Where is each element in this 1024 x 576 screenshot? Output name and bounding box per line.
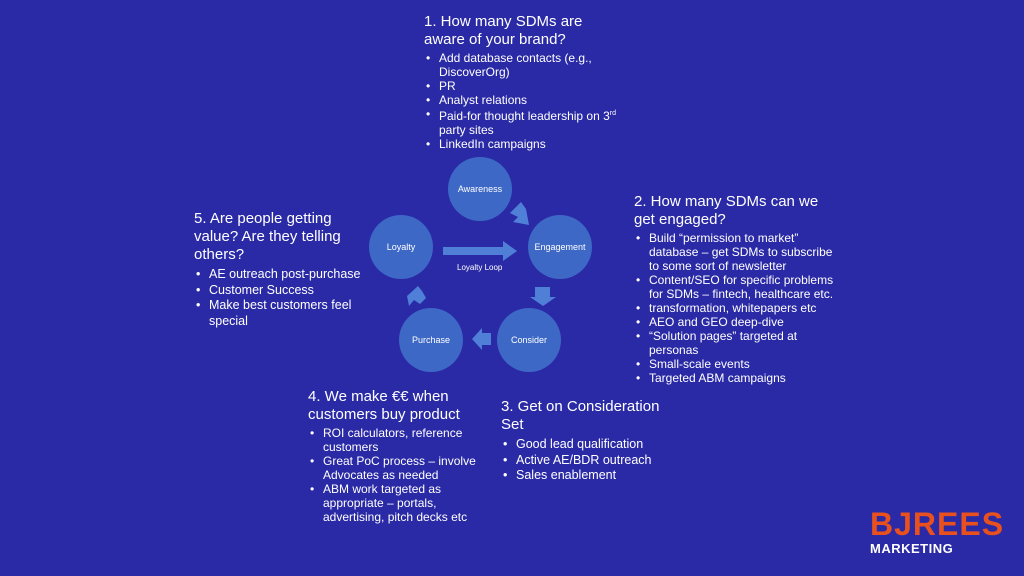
arrow-consider-to-purchase xyxy=(472,328,491,350)
engagement-circle: Engagement xyxy=(528,215,592,279)
bullet-item: Great PoC process – involve Advocates as… xyxy=(308,454,476,482)
logo-wordmark: BJREES xyxy=(870,506,1005,542)
purchase-circle-label: Purchase xyxy=(411,335,451,345)
bullet-item: ROI calculators, reference customers xyxy=(308,426,476,454)
bullet-item: AEO and GEO deep-dive xyxy=(634,315,834,329)
bullet-item: transformation, whitepapers etc xyxy=(634,301,834,315)
purchase-block: 4. We make €€ when customers buy product… xyxy=(308,388,476,524)
bullet-item: PR xyxy=(424,79,624,93)
awareness-block: 1. How many SDMs are aware of your brand… xyxy=(424,13,624,151)
loyalty-loop-label: Loyalty Loop xyxy=(457,263,503,272)
awareness-bullets: Add database contacts (e.g., DiscoverOrg… xyxy=(424,51,624,151)
purchase-circle: Purchase xyxy=(399,308,463,372)
awareness-title: 1. How many SDMs are aware of your brand… xyxy=(424,13,583,48)
bullet-item: LinkedIn campaigns xyxy=(424,137,624,151)
arrow-loyalty-loop xyxy=(443,241,517,261)
bullet-item: AE outreach post-purchase xyxy=(194,267,369,283)
arrow-engagement-to-consider xyxy=(530,287,556,306)
bullet-item: Content/SEO for specific problems for SD… xyxy=(634,273,834,301)
bullet-item: ABM work targeted as appropriate – porta… xyxy=(308,482,476,524)
bullet-item: Good lead qualification xyxy=(501,437,681,453)
loyalty-title: 5. Are people getting value? Are they te… xyxy=(194,210,341,263)
bullet-item: “Solution pages” targeted at personas xyxy=(634,329,834,357)
consider-title: 3. Get on Consideration Set xyxy=(501,398,660,433)
bullet-item: Paid-for thought leadership on 3rd party… xyxy=(424,107,624,137)
bullet-item: Customer Success xyxy=(194,283,369,299)
bullet-item: Small-scale events xyxy=(634,357,834,371)
loyalty-circle-label: Loyalty xyxy=(386,242,416,252)
loyalty-block: 5. Are people getting value? Are they te… xyxy=(194,210,369,329)
engagement-block: 2. How many SDMs can we get engaged? Bui… xyxy=(634,193,834,385)
engagement-bullets: Build “permission to market” database – … xyxy=(634,231,834,385)
awareness-circle: Awareness xyxy=(448,157,512,221)
bullet-item: Analyst relations xyxy=(424,93,624,107)
loyalty-circle: Loyalty xyxy=(369,215,433,279)
logo-subtitle: MARKETING xyxy=(870,541,954,556)
consider-circle: Consider xyxy=(497,308,561,372)
bullet-item: Active AE/BDR outreach xyxy=(501,453,681,469)
bullet-item: Add database contacts (e.g., DiscoverOrg… xyxy=(424,51,624,79)
consider-circle-label: Consider xyxy=(510,335,548,345)
purchase-title: 4. We make €€ when customers buy product xyxy=(308,388,460,423)
consider-bullets: Good lead qualification Active AE/BDR ou… xyxy=(501,437,681,484)
purchase-bullets: ROI calculators, reference customers Gre… xyxy=(308,426,476,524)
consider-block: 3. Get on Consideration Set Good lead qu… xyxy=(501,398,681,484)
awareness-circle-label: Awareness xyxy=(457,184,503,194)
bullet-item: Build “permission to market” database – … xyxy=(634,231,834,273)
bullet-item: Targeted ABM campaigns xyxy=(634,371,834,385)
arrow-awareness-to-engagement xyxy=(510,202,529,225)
bullet-item: Sales enablement xyxy=(501,468,681,484)
arrow-purchase-to-loyalty xyxy=(407,286,426,306)
brand-logo: BJREES MARKETING xyxy=(870,508,1004,556)
bullet-item: Make best customers feel special xyxy=(194,298,369,329)
engagement-circle-label: Engagement xyxy=(534,242,586,252)
engagement-title: 2. How many SDMs can we get engaged? xyxy=(634,193,819,228)
loyalty-bullets: AE outreach post-purchase Customer Succe… xyxy=(194,267,369,329)
